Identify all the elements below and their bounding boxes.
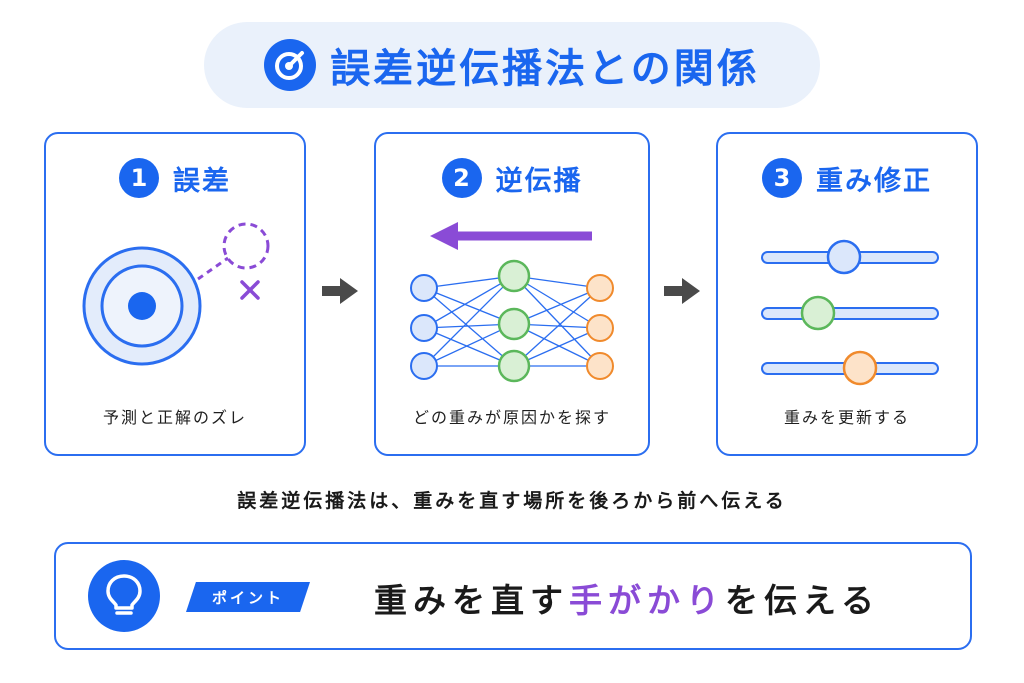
weight-sliders-illustration (761, 239, 939, 386)
card-backprop: 2 逆伝播 どの重みが原因かを探す (374, 132, 650, 456)
card-header: 1 誤差 (46, 158, 304, 198)
point-text-before: 重みを直す (374, 581, 569, 620)
target-icon (264, 39, 317, 91)
card-error: 1 誤差 予測と正解のズレ (44, 132, 306, 456)
card-title: 重み修正 (816, 165, 932, 197)
card-caption: 予測と正解のズレ (102, 408, 247, 427)
summary-text: 誤差逆伝播法は、重みを直す場所を後ろから前へ伝える (237, 490, 787, 512)
step-number: 3 (762, 158, 802, 198)
point-text-highlight: 手がかり (569, 581, 725, 620)
card-header: 2 逆伝播 (376, 158, 648, 198)
step-number: 2 (441, 158, 482, 198)
arrow-right-icon (664, 278, 700, 304)
card-caption: どの重みが原因かを探す (412, 408, 611, 427)
error-target-illustration (82, 222, 270, 366)
step-number: 1 (119, 158, 159, 198)
card-title: 誤差 (173, 165, 231, 197)
card-weight-update: 3 重み修正 重みを更新する (716, 132, 978, 456)
point-text-after: を伝える (725, 581, 881, 620)
page-title: 誤差逆伝播法との関係 (330, 46, 760, 92)
point-tag: ポイント (186, 582, 310, 612)
slider-handle-blue (826, 239, 862, 275)
card-header: 3 重み修正 (718, 158, 976, 198)
lightbulb-icon (88, 560, 160, 632)
point-text: 重みを直す手がかりを伝える (374, 574, 880, 622)
title-banner: 誤差逆伝播法との関係 (204, 22, 820, 108)
card-caption: 重みを更新する (783, 408, 910, 427)
arrow-right-icon (322, 278, 358, 304)
point-box: ポイント 重みを直す手がかりを伝える (54, 542, 972, 650)
slider-handle-green (800, 295, 836, 331)
card-title: 逆伝播 (495, 165, 583, 197)
slider-handle-orange (842, 350, 878, 386)
neural-network-illustration (410, 222, 614, 383)
